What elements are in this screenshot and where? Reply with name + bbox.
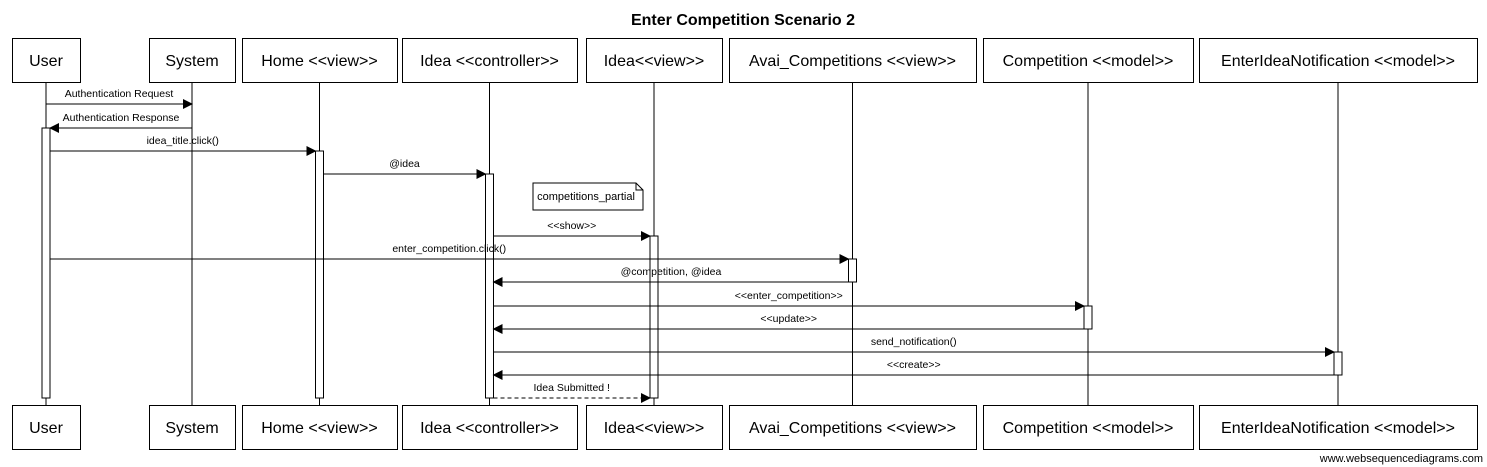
participant-label-ideactl-bottom: Idea <<controller>> <box>420 420 559 437</box>
message-label-3: idea_title.click() <box>147 135 219 147</box>
participant-box-ideactl-bottom <box>402 405 578 450</box>
message-label-7: @competition, @idea <box>621 266 722 278</box>
participant-label-notif-bottom: EnterIdeaNotification <<model>> <box>1221 420 1455 437</box>
message-label-2: Authentication Response <box>63 112 180 124</box>
participant-box-competition-bottom <box>983 405 1194 450</box>
participant-label-ideactl-top: Idea <<controller>> <box>420 53 559 70</box>
participant-label-avai-top: Avai_Competitions <<view>> <box>749 53 956 70</box>
message-label-1: Authentication Request <box>65 88 174 100</box>
activation-ideactl <box>485 173 494 399</box>
participant-label-user-top: User <box>29 53 63 70</box>
note-box <box>532 182 644 211</box>
message-label-9: <<update>> <box>760 313 817 325</box>
activation-home <box>315 150 324 399</box>
diagram-title: Enter Competition Scenario 2 <box>631 12 855 29</box>
participant-label-notif-top: EnterIdeaNotification <<model>> <box>1221 53 1455 70</box>
participant-label-home-top: Home <<view>> <box>261 53 378 70</box>
participant-box-competition-top <box>983 38 1194 83</box>
participant-box-system-bottom <box>149 405 236 450</box>
participant-box-avai-bottom <box>729 405 977 450</box>
note-fold <box>635 183 643 191</box>
watermark: www.websequencediagrams.com <box>1319 453 1483 465</box>
message-label-8: <<enter_competition>> <box>735 290 843 302</box>
note-label: competitions_partial <box>537 191 635 203</box>
participant-box-notif-bottom <box>1199 405 1478 450</box>
activation-ideaview <box>649 235 659 399</box>
participant-box-user-top <box>12 38 81 83</box>
message-label-6: enter_competition.click() <box>392 243 506 255</box>
participant-label-system-bottom: System <box>165 420 218 437</box>
message-label-5: <<show>> <box>547 220 596 232</box>
participant-box-ideactl-top <box>402 38 578 83</box>
participant-box-avai-top <box>729 38 977 83</box>
activation-notif <box>1333 351 1343 376</box>
participant-box-notif-top <box>1199 38 1478 83</box>
activation-avai <box>848 258 857 283</box>
participant-box-ideaview-bottom <box>586 405 723 450</box>
participant-label-ideaview-top: Idea<<view>> <box>604 53 705 70</box>
participant-label-competition-top: Competition <<model>> <box>1003 53 1174 70</box>
activation-user <box>41 127 51 399</box>
participant-box-home-bottom <box>242 405 398 450</box>
activation-competition <box>1083 305 1093 330</box>
participant-box-home-top <box>242 38 398 83</box>
participant-label-competition-bottom: Competition <<model>> <box>1003 420 1174 437</box>
participant-label-ideaview-bottom: Idea<<view>> <box>604 420 705 437</box>
participant-label-system-top: System <box>165 53 218 70</box>
message-label-11: <<create>> <box>887 359 941 371</box>
message-label-12: Idea Submitted ! <box>534 382 610 394</box>
message-label-10: send_notification() <box>871 336 957 348</box>
participant-label-avai-bottom: Avai_Competitions <<view>> <box>749 420 956 437</box>
participant-box-system-top <box>149 38 236 83</box>
participant-label-user-bottom: User <box>29 420 63 437</box>
participant-label-home-bottom: Home <<view>> <box>261 420 378 437</box>
participant-box-ideaview-top <box>586 38 723 83</box>
message-label-4: @idea <box>389 158 420 170</box>
participant-box-user-bottom <box>12 405 81 450</box>
